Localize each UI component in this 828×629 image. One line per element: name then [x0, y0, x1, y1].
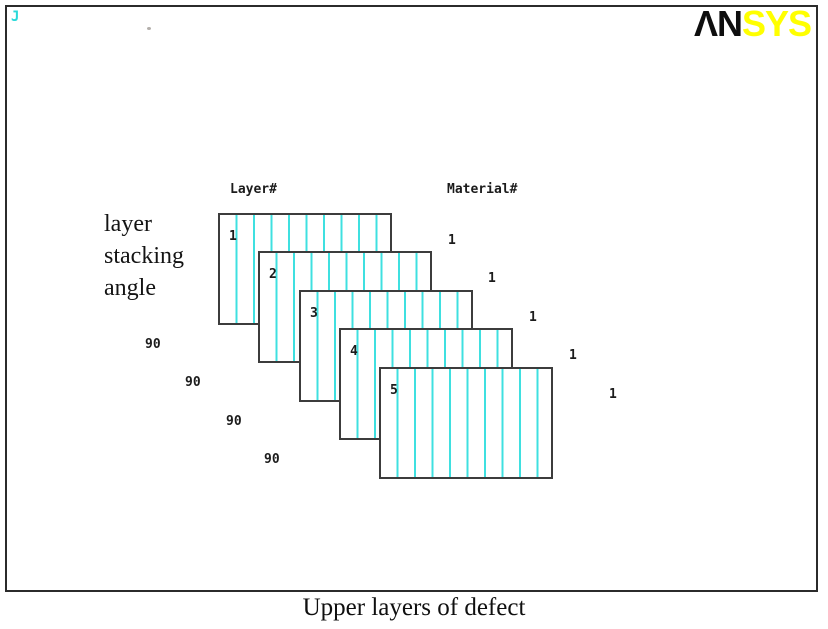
material-number-label: 1	[569, 348, 577, 363]
stacking-angle-label: 90	[185, 375, 201, 390]
window-corner-marker: J	[11, 9, 20, 25]
plot-area: J ΛNSYS Layer# Material# layer stacking …	[5, 3, 818, 592]
material-number-label: 1	[609, 387, 617, 402]
layer-5-rect: 5	[379, 367, 553, 479]
annotation-line: layer	[104, 211, 152, 237]
material-number-label: 1	[529, 310, 537, 325]
annotation-line: stacking	[104, 243, 184, 269]
layer-column-header: Layer#	[230, 182, 277, 197]
figure-caption: Upper layers of defect	[302, 594, 526, 621]
material-number-label: 1	[488, 271, 496, 286]
ansys-logo-yellow-part: SYS	[741, 3, 812, 44]
stacking-angle-label: 90	[145, 337, 161, 352]
layer-number-label: 4	[350, 344, 358, 359]
ansys-logo-black-part: ΛN	[693, 3, 743, 44]
speck-artifact	[147, 27, 151, 30]
ansys-logo: ΛNSYS	[693, 3, 812, 45]
stacking-angle-label: 90	[226, 414, 242, 429]
stacking-angle-annotation: layer stacking angle	[104, 208, 184, 304]
annotation-line: angle	[104, 275, 156, 301]
layer-number-label: 3	[310, 306, 318, 321]
layer-number-label: 5	[390, 383, 398, 398]
layer-number-label: 1	[229, 229, 237, 244]
layer-number-label: 2	[269, 267, 277, 282]
material-number-label: 1	[448, 233, 456, 248]
material-column-header: Material#	[447, 182, 518, 197]
stacking-angle-label: 90	[264, 452, 280, 467]
